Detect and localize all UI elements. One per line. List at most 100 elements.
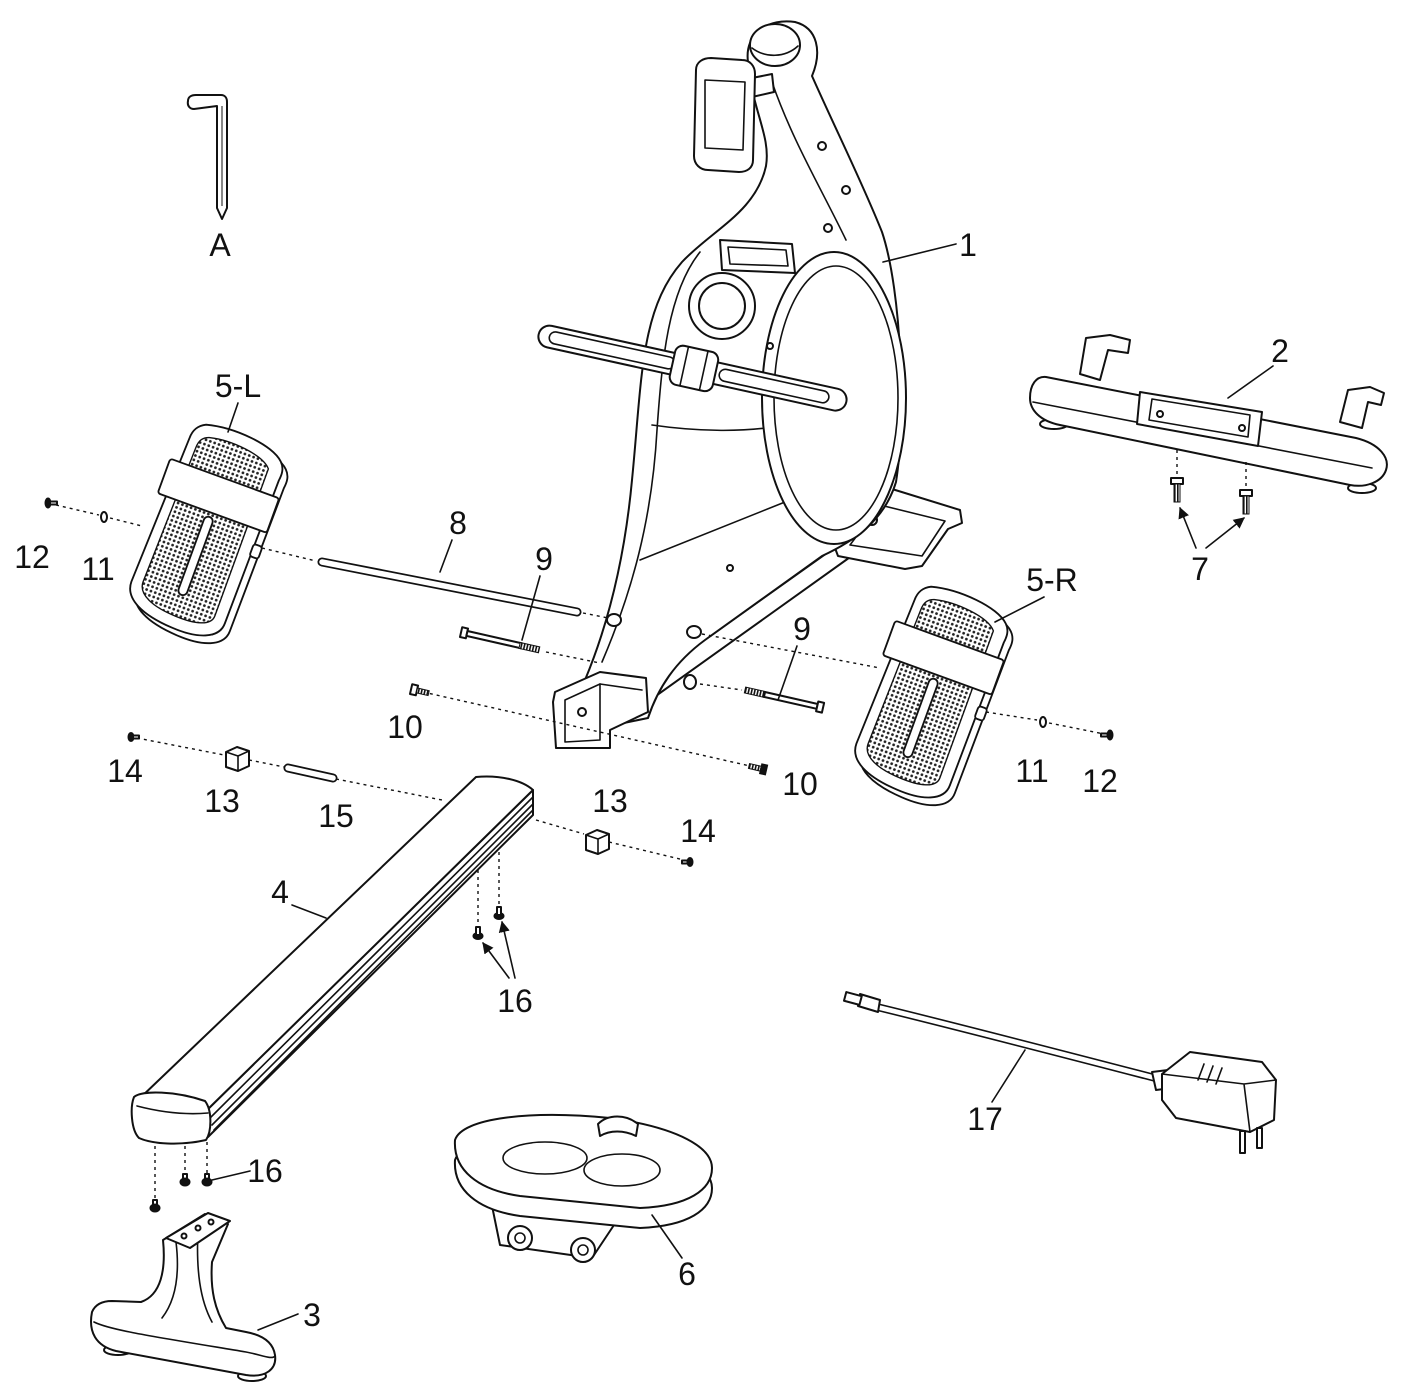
label-2: 2 (1271, 333, 1289, 369)
label-11-right: 11 (1015, 753, 1048, 789)
pedal-axle-stub-left (606, 613, 622, 627)
screw-14-right (681, 857, 694, 867)
console-display-inner (727, 246, 789, 267)
screw-shank (496, 906, 502, 916)
label-11-left: 11 (81, 551, 114, 587)
console-display (719, 239, 796, 274)
mount-knob (683, 674, 697, 690)
bolt-head (1170, 477, 1184, 485)
pin-fill (285, 765, 336, 781)
frame-neck-contour (771, 81, 847, 241)
rail-mount-edge (599, 683, 643, 691)
screw-16 (179, 1173, 191, 1187)
pedal-slot (177, 515, 214, 597)
rail-side-face (204, 789, 534, 1138)
bolt-7 (1239, 489, 1253, 515)
screw-10-right (747, 762, 769, 776)
pedal-pivot (249, 543, 263, 560)
frame-hole (766, 342, 774, 350)
screw-thread (747, 762, 762, 772)
pedal-strap (157, 458, 280, 533)
rail-mount-opening (564, 683, 601, 743)
washer-11-left (100, 511, 108, 523)
seat-roller-hub (514, 1232, 526, 1244)
axis-guide (608, 841, 685, 861)
adapter-edge (1161, 1073, 1277, 1133)
seat (453, 1114, 713, 1263)
rail-end-hardware (127, 732, 694, 867)
axis-guide (701, 633, 881, 669)
label-16-upper: 16 (497, 983, 533, 1019)
phone-holder (693, 57, 756, 173)
cube-13-right (585, 829, 610, 855)
cube-edge (585, 833, 610, 855)
leader-arrow-16 (498, 920, 516, 979)
pin-15 (283, 763, 338, 783)
leader-arrow-7 (1178, 506, 1197, 549)
label-7: 7 (1191, 551, 1209, 587)
screw-16 (149, 1199, 161, 1213)
pedal-axle-hardware (44, 497, 1114, 776)
rail-groove (211, 803, 534, 1126)
rear-stabilizer-body (90, 1213, 277, 1377)
seat-roller (570, 1237, 596, 1263)
bolt-thread (1173, 483, 1181, 503)
cube-edge (225, 750, 250, 772)
handlebar-grip-right (718, 368, 830, 404)
bolt-9-right (743, 686, 826, 714)
axis-guide (136, 737, 225, 756)
bolt-7 (1170, 477, 1184, 503)
leader-lines (211, 243, 1274, 1331)
adapter-plug-tip (842, 991, 863, 1006)
label-10-left: 10 (387, 709, 423, 745)
console-knob (698, 282, 746, 330)
front-stabilizer (1029, 334, 1388, 494)
axle-rod-8 (317, 557, 582, 617)
screw-head (179, 1177, 191, 1187)
allen-key-a (186, 94, 228, 220)
label-12-left: 12 (14, 539, 50, 575)
label-5-l: 5-L (215, 368, 261, 404)
adapter-mark (1206, 1065, 1214, 1083)
screw-12-left (44, 497, 58, 509)
screw-16 (472, 926, 484, 940)
screw-head (201, 1177, 213, 1187)
axis-guide (582, 612, 609, 619)
axis-guide (545, 651, 601, 664)
seat-contour-right (583, 1153, 661, 1187)
adapter-prong (1239, 1130, 1246, 1154)
screws-16-lower (149, 1142, 213, 1213)
rear-stabilizer (90, 1212, 277, 1382)
leader-9-left (521, 575, 541, 641)
frame-hole (823, 223, 833, 233)
seat-contour-left (502, 1141, 588, 1175)
stabilizer-plate-hole (1156, 410, 1164, 418)
leader-arrow-16 (482, 942, 510, 979)
frame-hole (841, 185, 851, 195)
handlebar (537, 324, 848, 412)
label-12-right: 12 (1082, 763, 1118, 799)
screw-16 (201, 1173, 213, 1187)
axis-guide (261, 547, 317, 562)
rail-groove (213, 809, 534, 1131)
adapter-mark (1215, 1067, 1223, 1085)
label-9-right: 9 (793, 611, 811, 647)
leader-5-l (227, 402, 239, 433)
label-9-left: 9 (535, 541, 553, 577)
screw-shank (132, 734, 140, 740)
main-frame (537, 20, 963, 749)
stabilizer-plate-inner (1148, 398, 1251, 438)
frame-leg-line (639, 499, 791, 561)
label-14-right: 14 (680, 813, 716, 849)
screw-thread (415, 687, 430, 697)
label-17: 17 (967, 1101, 1003, 1137)
leader-3 (257, 1313, 299, 1331)
rear-plate-hole (207, 1218, 215, 1226)
leader-5-r (994, 596, 1045, 623)
leader-8 (439, 539, 453, 573)
screw-head (1106, 729, 1114, 741)
bolt-head (1239, 489, 1253, 497)
screw-shank (49, 500, 58, 506)
axis-guide (699, 683, 743, 691)
seat-roller-hub (577, 1244, 589, 1256)
